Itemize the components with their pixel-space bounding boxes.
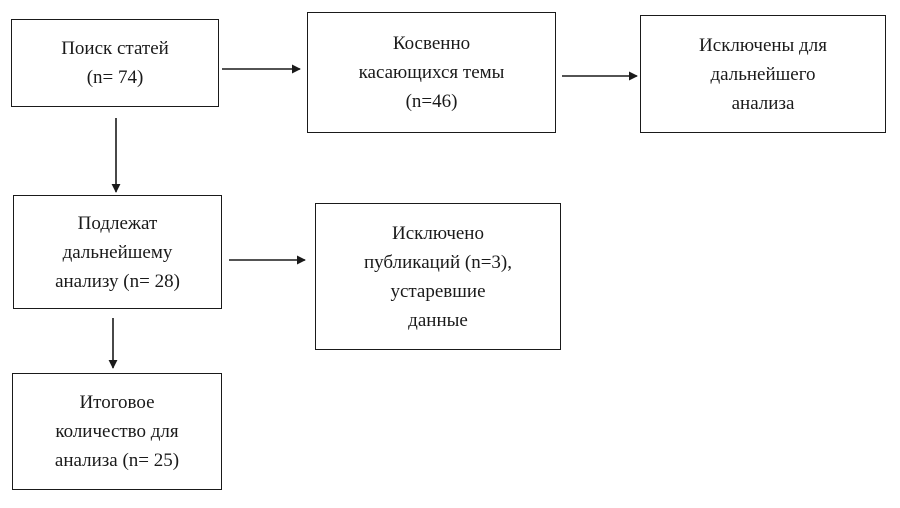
node-excluded-further-label: Исключены для дальнейшего анализа bbox=[699, 34, 827, 114]
node-excluded-outdated: Исключено публикаций (n=3), устаревшие д… bbox=[315, 203, 561, 350]
node-subject: Подлежат дальнейшему анализу (n= 28) bbox=[13, 195, 222, 309]
node-final: Итоговое количество для анализа (n= 25) bbox=[12, 373, 222, 490]
node-search-label: Поиск статей (n= 74) bbox=[61, 38, 169, 88]
node-search: Поиск статей (n= 74) bbox=[11, 19, 219, 107]
node-subject-label: Подлежат дальнейшему анализу (n= 28) bbox=[55, 212, 180, 292]
node-final-label: Итоговое количество для анализа (n= 25) bbox=[54, 392, 180, 471]
node-indirect-label: Косвенно касающихся темы (n=46) bbox=[358, 33, 505, 112]
node-excluded-outdated-label: Исключено публикаций (n=3), устаревшие д… bbox=[363, 222, 512, 331]
node-excluded-further: Исключены для дальнейшего анализа bbox=[640, 15, 886, 133]
node-indirect: Косвенно касающихся темы (n=46) bbox=[307, 12, 556, 133]
